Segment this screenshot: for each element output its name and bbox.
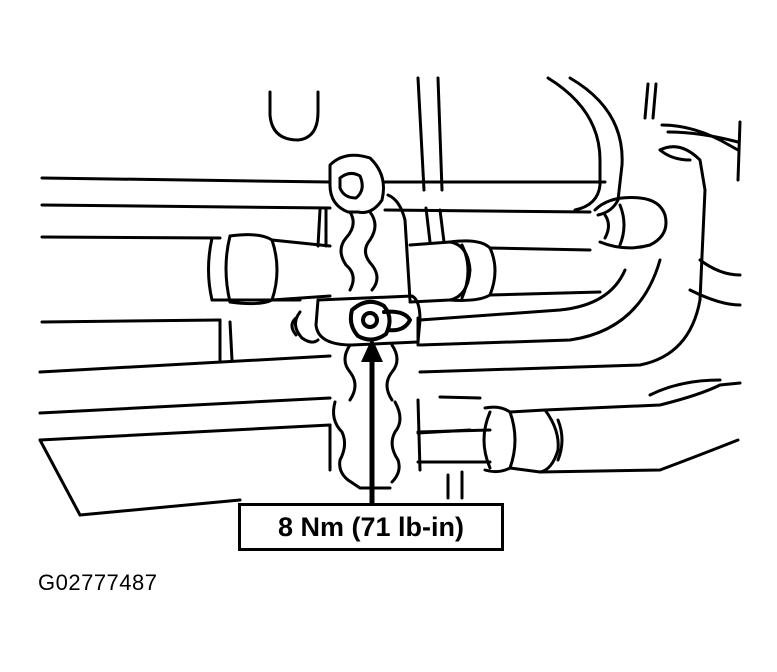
upper-hook-line bbox=[268, 90, 320, 142]
wrapped-hose-right bbox=[593, 120, 742, 307]
torque-callout-box: 8 Nm (71 lb-in) bbox=[238, 503, 504, 551]
lower-tube-connector bbox=[416, 378, 742, 474]
vertical-support-lines bbox=[424, 206, 446, 244]
base-plate bbox=[38, 438, 464, 517]
horizontal-tube-middle bbox=[40, 235, 662, 347]
bracket-clamp bbox=[290, 153, 422, 490]
figure-id-label: G02777487 bbox=[38, 570, 158, 595]
bolt-head bbox=[348, 299, 412, 342]
left-hose-connector bbox=[207, 233, 332, 362]
curved-tube-right bbox=[546, 76, 658, 217]
leader-arrow bbox=[361, 338, 383, 503]
right-hose-connector bbox=[408, 239, 602, 304]
horizontal-tube-top bbox=[40, 176, 607, 214]
torque-label: 8 Nm (71 lb-in) bbox=[277, 511, 465, 542]
